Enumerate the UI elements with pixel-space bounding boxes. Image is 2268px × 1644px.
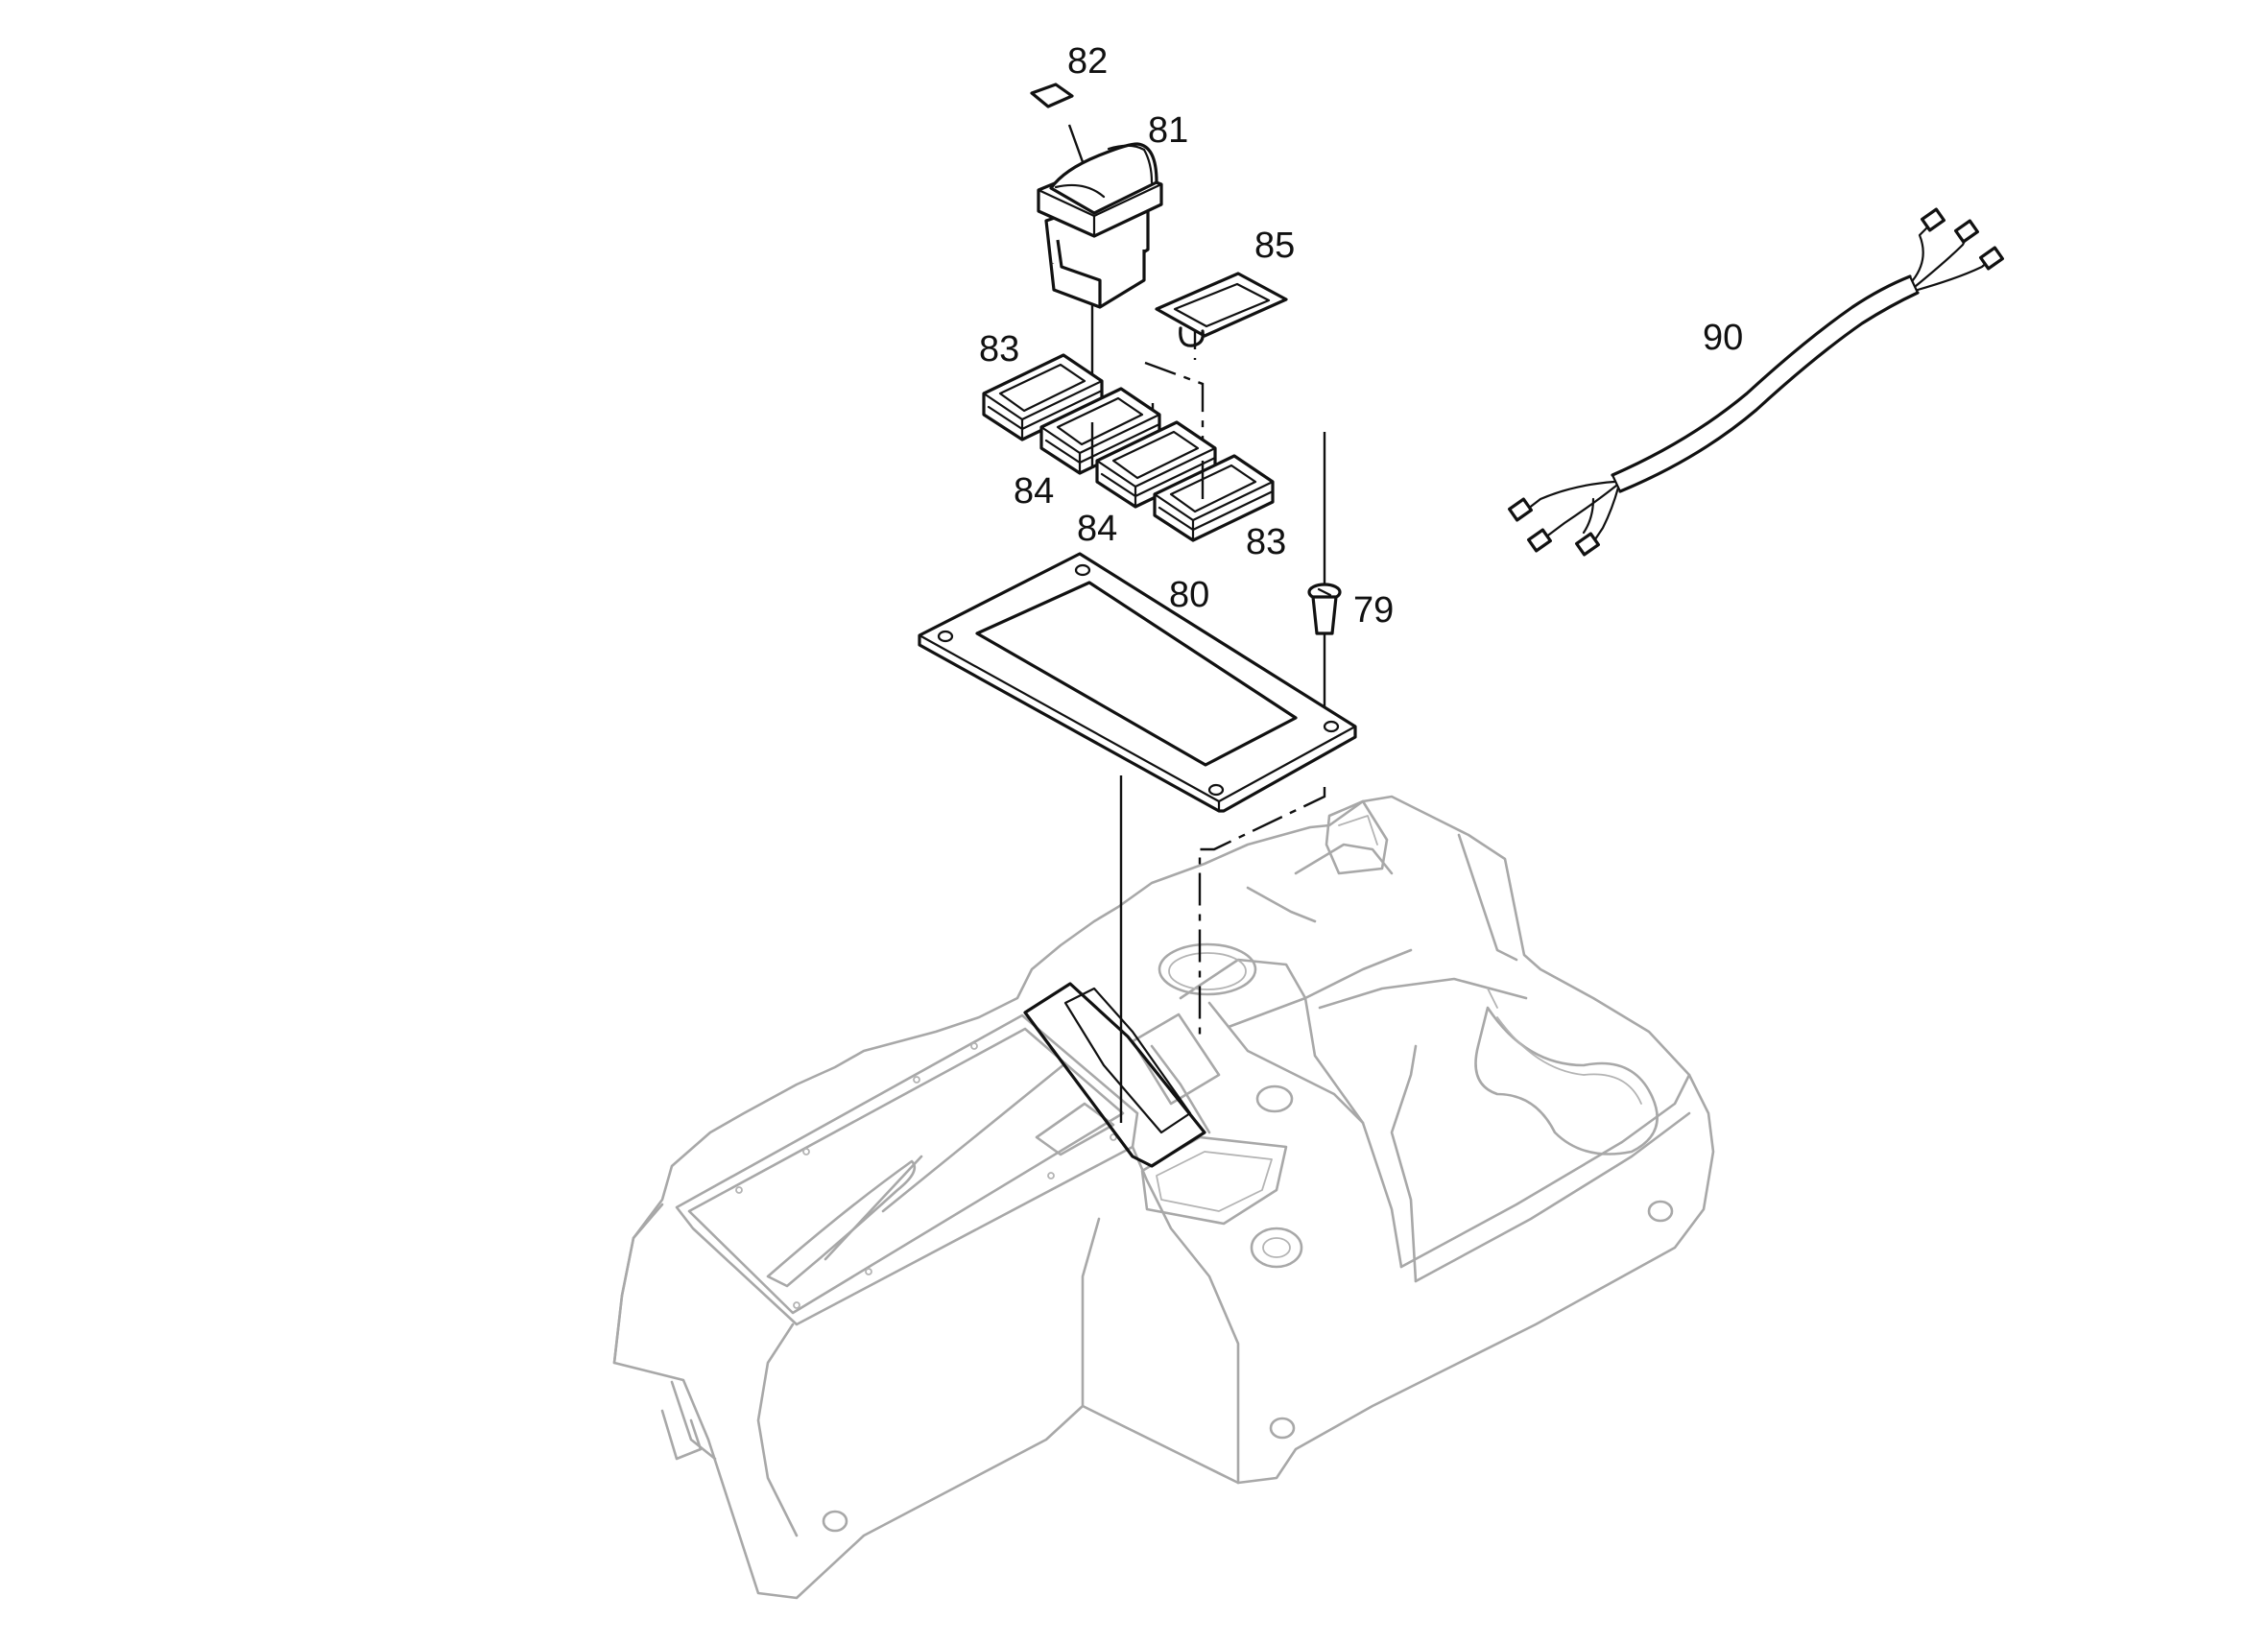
callout-84-right: 84 bbox=[1077, 509, 1117, 549]
bezel-frame-83-left bbox=[982, 353, 1104, 441]
callout-90: 90 bbox=[1703, 318, 1743, 358]
callout-79: 79 bbox=[1353, 590, 1394, 631]
callout-83-left: 83 bbox=[979, 329, 1019, 369]
callout-82: 82 bbox=[1067, 41, 1108, 82]
callout-85: 85 bbox=[1254, 226, 1295, 266]
console-housing bbox=[612, 795, 1715, 1600]
callout-80: 80 bbox=[1169, 575, 1209, 615]
callout-84-left: 84 bbox=[1014, 471, 1054, 512]
bezel-frame-84-b bbox=[1095, 420, 1217, 509]
callout-labels: 82 81 85 83 84 84 83 80 79 90 bbox=[979, 41, 1743, 631]
rocker-switch-81 bbox=[1037, 142, 1163, 309]
mounting-plate-80 bbox=[918, 552, 1357, 813]
lens-82 bbox=[1030, 83, 1074, 108]
wire-harness-90 bbox=[1508, 207, 2004, 557]
callout-81: 81 bbox=[1148, 110, 1188, 151]
tray-screw-holes bbox=[735, 1042, 1117, 1309]
console-switch-slot bbox=[1023, 982, 1206, 1168]
bezel-frame-83-right bbox=[1153, 454, 1275, 542]
blank-cover-85 bbox=[1155, 272, 1288, 347]
callout-83-right: 83 bbox=[1246, 522, 1286, 562]
bezel-frames bbox=[982, 353, 1275, 542]
screw-79 bbox=[1307, 583, 1342, 635]
